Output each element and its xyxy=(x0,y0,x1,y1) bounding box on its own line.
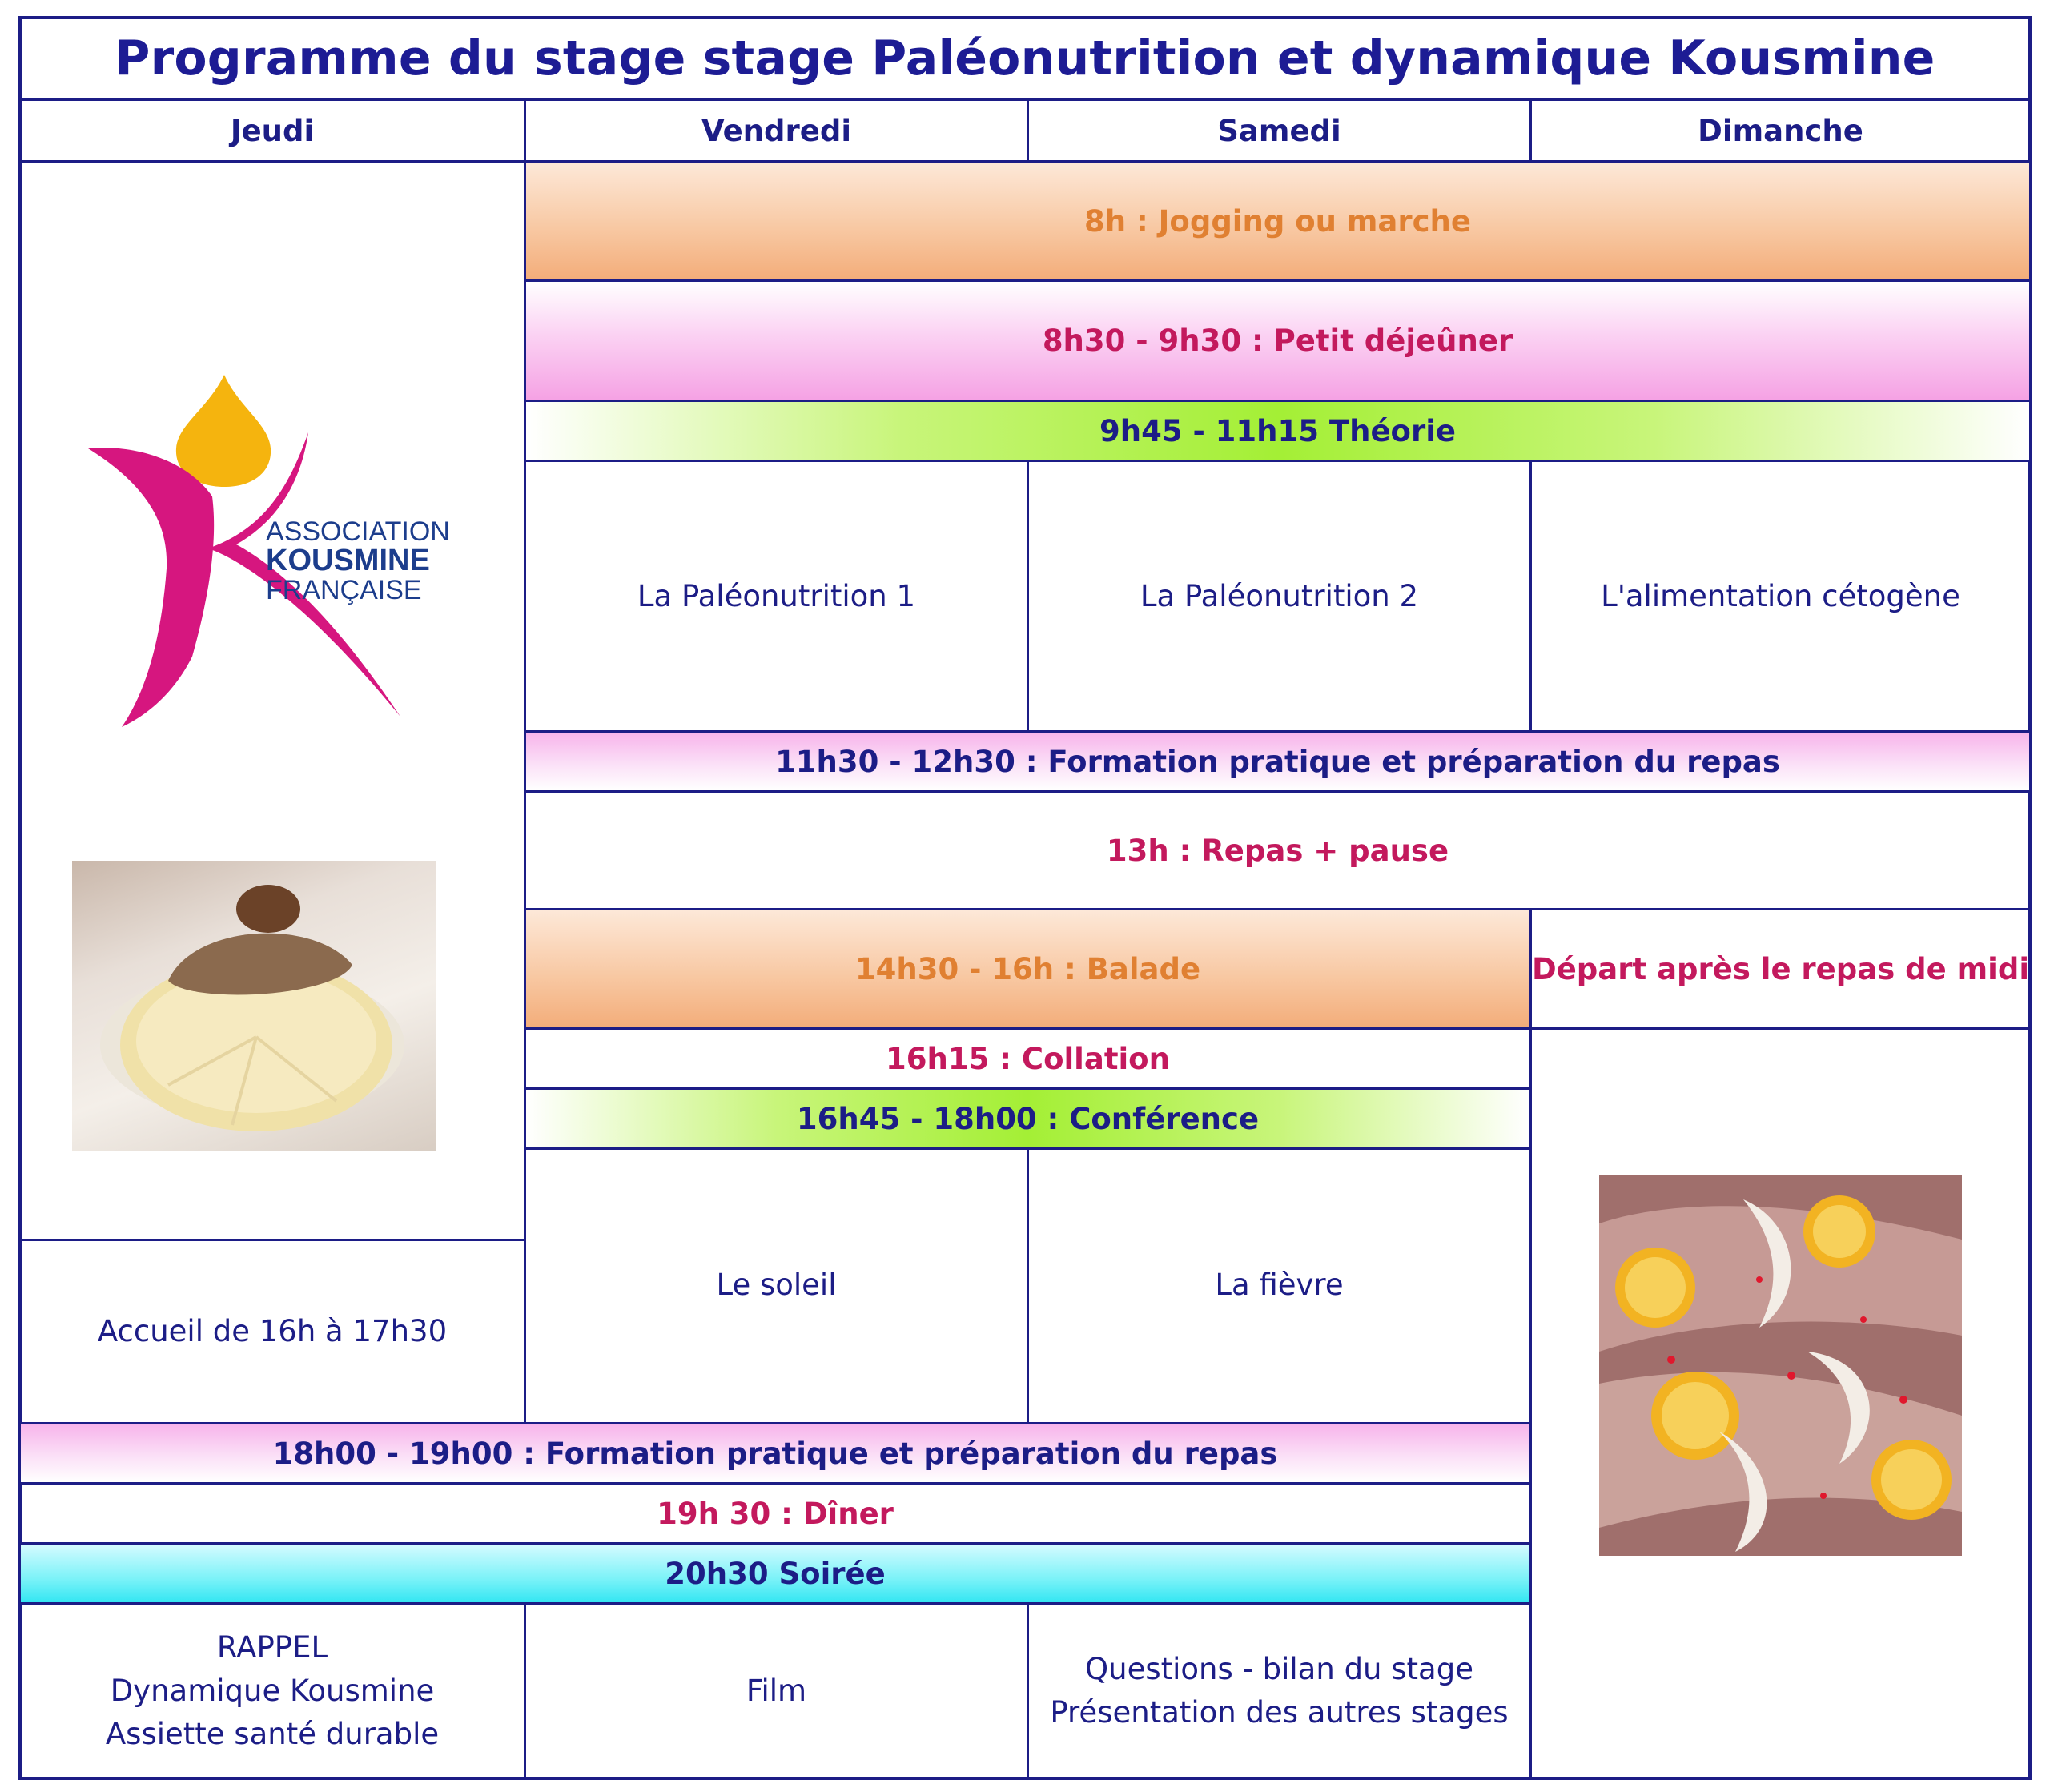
logo-text-line1: ASSOCIATION xyxy=(266,516,450,547)
evening-jeudi-line3: Assiette santé durable xyxy=(105,1717,440,1751)
association-logo: ASSOCIATION KOUSMINE FRANÇAISE xyxy=(88,375,450,727)
practice-evening-row: 18h00 - 19h00 : Formation pratique et pr… xyxy=(18,1422,1532,1485)
practice-morning-row: 11h30 - 12h30 : Formation pratique et pr… xyxy=(524,730,2032,793)
day-header-jeudi: Jeudi xyxy=(18,98,526,163)
theory-vendredi: La Paléonutrition 1 xyxy=(524,460,1029,733)
snack-row: 16h15 : Collation xyxy=(524,1027,1532,1090)
logo-drop-icon xyxy=(175,375,271,487)
evening-jeudi-line1: RAPPEL xyxy=(216,1630,328,1665)
walk-row: 14h30 - 16h : Balade xyxy=(524,908,1532,1030)
theory-samedi: La Paléonutrition 2 xyxy=(1027,460,1532,733)
conference-samedi: La fièvre xyxy=(1027,1147,1532,1424)
theory-row: 9h45 - 11h15 Théorie xyxy=(524,400,2032,462)
evening-jeudi-line2: Dynamique Kousmine xyxy=(110,1673,435,1708)
food-photo-apple xyxy=(72,861,436,1151)
day-header-samedi: Samedi xyxy=(1027,98,1532,163)
jogging-row: 8h : Jogging ou marche xyxy=(524,160,2032,282)
conference-row: 16h45 - 18h00 : Conférence xyxy=(524,1087,1532,1150)
dinner-row: 19h 30 : Dîner xyxy=(18,1482,1532,1545)
day-header-vendredi: Vendredi xyxy=(524,98,1029,163)
accueil-cell: Accueil de 16h à 17h30 xyxy=(18,1239,526,1424)
evening-vendredi: Film xyxy=(524,1602,1029,1780)
evening-row: 20h30 Soirée xyxy=(18,1542,1532,1605)
evening-jeudi: RAPPEL Dynamique Kousmine Assiette santé… xyxy=(18,1602,526,1780)
food-photo-chicken xyxy=(1599,1175,1962,1556)
lunch-row: 13h : Repas + pause xyxy=(524,790,2032,910)
conference-vendredi: Le soleil xyxy=(524,1147,1029,1424)
departure-cell: Départ après le repas de midi xyxy=(1529,908,2032,1030)
logo-figure-icon xyxy=(88,448,215,727)
day-header-dimanche: Dimanche xyxy=(1529,98,2032,163)
evening-samedi: Questions - bilan du stage Présentation … xyxy=(1027,1602,1532,1780)
page-title: Programme du stage stage Paléonutrition … xyxy=(18,16,2032,101)
logo-text-line3: FRANÇAISE xyxy=(266,575,422,605)
logo-text-line2: KOUSMINE xyxy=(266,544,430,577)
evening-samedi-line2: Présentation des autres stages xyxy=(1050,1695,1509,1730)
evening-samedi-line1: Questions - bilan du stage xyxy=(1085,1652,1473,1686)
breakfast-row: 8h30 - 9h30 : Petit déjeûner xyxy=(524,279,2032,402)
theory-dimanche: L'alimentation cétogène xyxy=(1529,460,2032,733)
